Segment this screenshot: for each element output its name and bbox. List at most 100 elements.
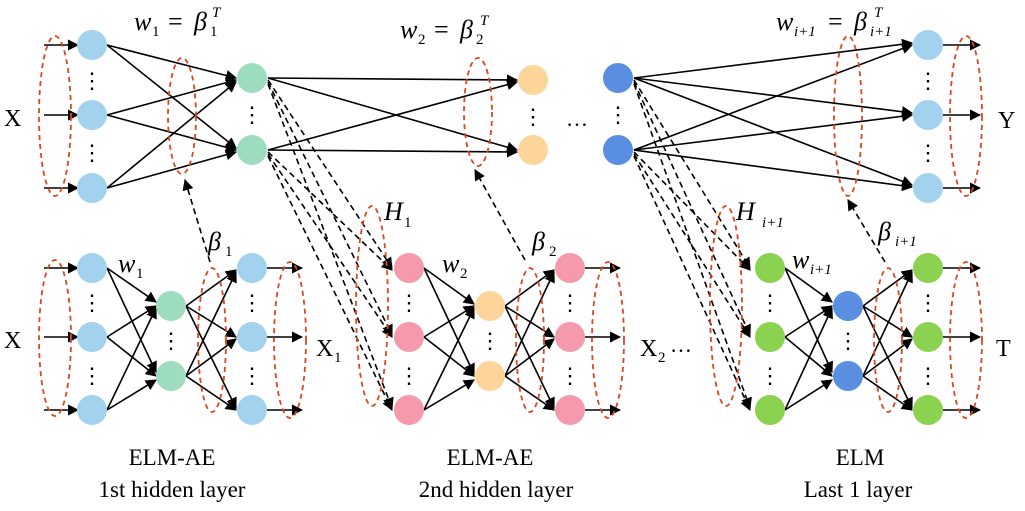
connection-arrow xyxy=(106,379,157,411)
diagram-text: 2 xyxy=(549,244,557,260)
vertical-dots: ⋮ xyxy=(81,140,103,165)
network-node xyxy=(237,322,267,352)
diagram-text: ⋮ xyxy=(759,290,781,315)
diagram-text: β xyxy=(459,15,473,44)
eq-wi-betaiT: w i+1 = β i+1 T xyxy=(776,5,892,40)
label-hi: H i+1 xyxy=(735,197,784,231)
network-node xyxy=(755,322,785,352)
connection-arrow xyxy=(267,146,519,158)
network-node xyxy=(156,291,186,321)
label-x2: X 2 … xyxy=(640,332,692,366)
network-node xyxy=(77,395,107,425)
diagram-text: 2 xyxy=(658,350,666,366)
caption-block3-line2: Last 1 layer xyxy=(804,477,913,502)
connection-arrow xyxy=(185,375,237,411)
diagram-text: T xyxy=(874,5,884,21)
connection-arrow xyxy=(784,306,833,411)
diagram-text: i+1 xyxy=(895,234,917,250)
diagram-text: 2 xyxy=(476,32,484,48)
diagram-text: i+1 xyxy=(762,215,784,231)
ellipse-w2 xyxy=(463,57,493,167)
connection-arrow xyxy=(784,336,833,377)
network-node xyxy=(77,253,107,283)
diagram-text: ⋮ xyxy=(398,290,420,315)
network-node xyxy=(555,253,585,283)
diagram-text: w xyxy=(792,245,810,274)
connection-arrow xyxy=(185,305,237,338)
ellipse-input xyxy=(38,35,72,197)
network-node xyxy=(77,322,107,352)
connections-input-hidden1 xyxy=(106,44,238,189)
diagram-text: ⋮ xyxy=(81,290,103,315)
ellipse-w1 xyxy=(167,57,197,175)
connection-arrow xyxy=(633,43,914,151)
network-node xyxy=(755,253,785,283)
connection-arrow xyxy=(185,270,237,377)
hidden2-node xyxy=(518,135,548,165)
connection-arrow xyxy=(106,44,238,81)
diagram-text: X xyxy=(316,336,333,362)
diagram-text: 1 xyxy=(404,215,412,231)
connection-arrow xyxy=(862,270,913,377)
diagram-text: w xyxy=(776,7,794,36)
vertical-dots: ⋮ xyxy=(917,140,939,165)
diagram-text: H xyxy=(383,197,404,226)
ellipse-wi xyxy=(833,35,863,197)
label-beta1: β 1 xyxy=(207,227,233,260)
vertical-dots: ⋮ xyxy=(241,102,263,127)
diagram-text: β xyxy=(207,227,221,256)
label-x-ae1: X xyxy=(4,328,21,354)
connection-arrow xyxy=(106,267,157,303)
output-node xyxy=(913,30,943,60)
hidden1-node xyxy=(237,63,267,93)
label-h1: H 1 xyxy=(383,197,412,231)
diagram-text: β xyxy=(193,7,207,36)
output-node xyxy=(913,173,943,203)
dashed-links xyxy=(182,79,886,412)
diagram-text: w xyxy=(118,249,136,278)
diagram-text: w xyxy=(442,249,460,278)
input-node xyxy=(77,100,107,130)
diagram-text: ⋮ xyxy=(559,290,581,315)
connection-arrow xyxy=(267,155,393,412)
group xyxy=(784,267,913,411)
caption-block1-line2: 1st hidden layer xyxy=(99,477,246,502)
diagram-text: 1 xyxy=(334,350,342,366)
diagram-text: β xyxy=(531,227,545,256)
network-node xyxy=(394,322,424,352)
diagram-text: w xyxy=(134,7,152,36)
vertical-dots: ⋮ xyxy=(607,102,629,127)
input-node xyxy=(77,173,107,203)
connection-arrow xyxy=(267,153,393,338)
vertical-dots: ⋮ xyxy=(81,68,103,93)
ellipse-elm-beta xyxy=(873,267,903,413)
connection-arrow xyxy=(267,79,519,151)
label-beta2: β 2 xyxy=(531,227,557,260)
block-elm-ae-2: ⋮ ⋮ ⋮ ⋮ ⋮ X 1 H 1 w 2 β 2 ELM-AE 2nd hid… xyxy=(316,197,625,502)
connection-arrow xyxy=(633,77,914,187)
eq-w2-beta2T: w 2 = β 2 T xyxy=(400,13,490,48)
diagram-text: 1 xyxy=(152,24,160,40)
connection-arrow xyxy=(504,305,555,338)
network-node xyxy=(394,253,424,283)
connection-arrow xyxy=(633,149,914,192)
label-wi-ae: w i+1 xyxy=(792,245,832,278)
diagram-text: 1 xyxy=(225,244,233,260)
connection-arrow xyxy=(862,305,913,338)
connection-arrow xyxy=(784,379,833,411)
hidden2-node xyxy=(518,65,548,95)
network-node xyxy=(555,322,585,352)
diagram-text: ⋮ xyxy=(160,328,182,353)
diagram-text: β xyxy=(877,217,891,246)
diagram-text: ⋮ xyxy=(81,363,103,388)
diagram-text: β xyxy=(853,7,867,36)
connection-arrow xyxy=(633,38,914,79)
network-node xyxy=(755,395,785,425)
diagram-text: 1 xyxy=(210,24,218,40)
group xyxy=(106,267,237,411)
network-node xyxy=(475,291,505,321)
ellipse-ae2-output xyxy=(591,261,625,419)
connection-arrow xyxy=(106,114,238,153)
ellipse-output xyxy=(949,35,983,197)
